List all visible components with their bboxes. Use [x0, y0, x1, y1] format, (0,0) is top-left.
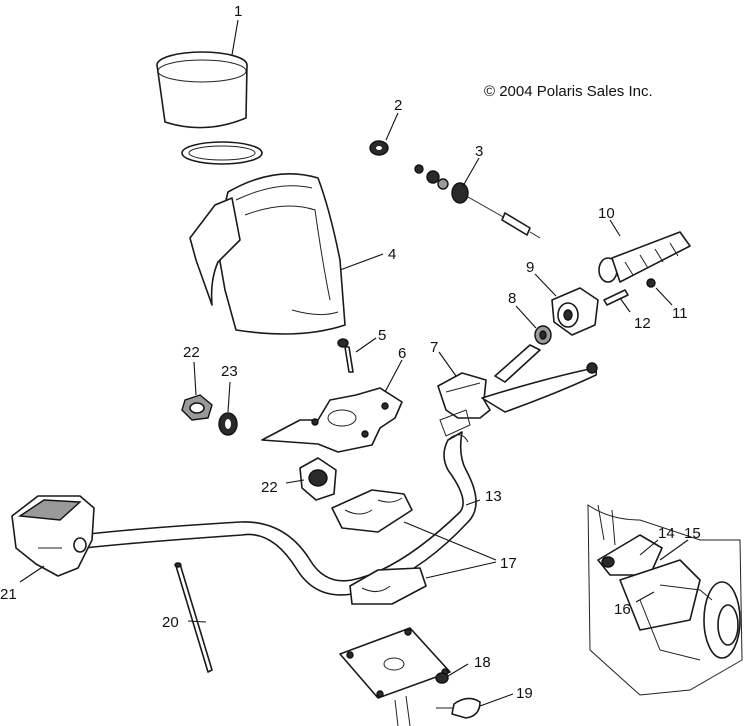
part-17-clamp-upper [331, 489, 413, 533]
part-2-nut [369, 140, 389, 156]
callout-16: 16 [614, 601, 631, 618]
callout-1: 1 [234, 3, 242, 20]
part-6-bracket-plate [261, 387, 403, 453]
part-23-washer [218, 412, 238, 436]
part-21-switch-assembly [11, 495, 95, 577]
part-19-cable-clip [436, 697, 481, 719]
part-4-fairing [189, 173, 346, 335]
callout-10: 10 [598, 205, 615, 222]
part-9-throttle-housing [551, 287, 599, 336]
callout-3: 3 [475, 143, 483, 160]
copyright-notice: © 2004 Polaris Sales Inc. [484, 83, 653, 100]
callout-7: 7 [430, 339, 438, 356]
part-8-spacer [534, 325, 552, 345]
part-12-screw [603, 289, 629, 306]
part-13-handlebar [79, 409, 477, 596]
part-22-switch-lower [299, 457, 337, 501]
leader-lines [19, 19, 689, 707]
callout-8: 8 [508, 290, 516, 307]
callout-14: 14 [658, 525, 675, 542]
callout-9: 9 [526, 259, 534, 276]
callout-11: 11 [672, 305, 688, 322]
callout-6: 6 [398, 345, 406, 362]
part-17-clamp-lower [349, 567, 427, 605]
callout-18: 18 [474, 654, 491, 671]
callout-21: 21 [0, 586, 17, 603]
callout-20: 20 [162, 614, 179, 631]
part-22-grommet-upper [181, 394, 213, 421]
detail-view-throttle-assembly [587, 504, 743, 696]
callout-15: 15 [684, 525, 701, 542]
part-3-throttle-cable [414, 164, 541, 239]
callout-labels: 1 2 3 4 5 6 7 8 9 10 11 12 13 14 15 16 1… [0, 3, 701, 702]
part-10-hand-grip [598, 231, 691, 283]
part-18-nut [435, 672, 449, 684]
callout-22-lower: 22 [261, 479, 278, 496]
callout-12: 12 [634, 315, 651, 332]
callout-13: 13 [485, 488, 502, 505]
callout-4: 4 [388, 246, 396, 263]
part-1-gauge-sleeve [156, 51, 263, 165]
part-20-bolt [174, 562, 213, 673]
callout-23: 23 [221, 363, 238, 380]
callout-17: 17 [500, 555, 517, 572]
mounting-plate [339, 627, 451, 726]
callout-22-upper: 22 [183, 344, 200, 361]
part-5-screw [337, 338, 354, 373]
callout-2: 2 [394, 97, 402, 114]
callout-5: 5 [378, 327, 386, 344]
callout-19: 19 [516, 685, 533, 702]
part-7-master-cylinder [437, 344, 598, 419]
part-11-screw [646, 278, 656, 288]
